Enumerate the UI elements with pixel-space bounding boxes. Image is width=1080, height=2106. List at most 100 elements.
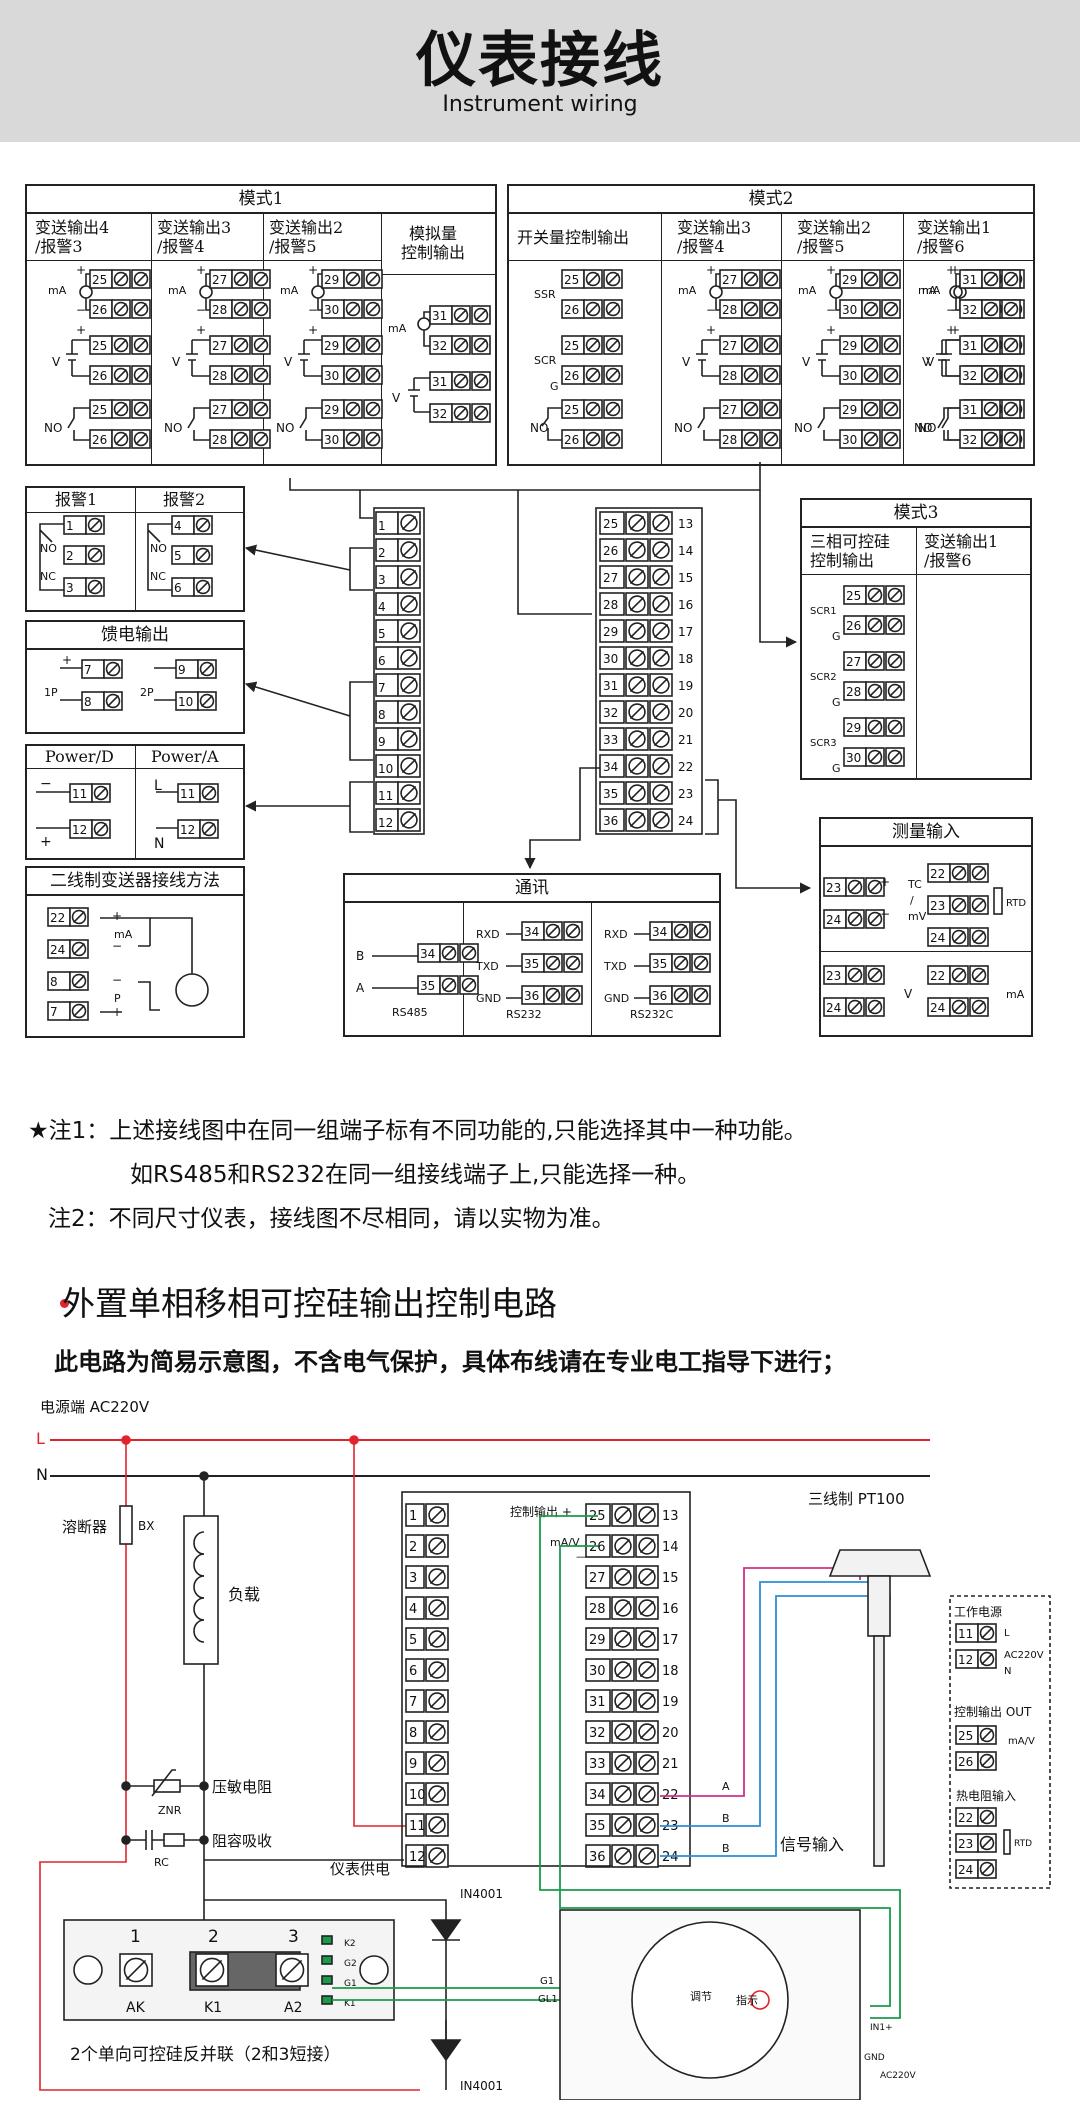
terminal-number: 26: [846, 619, 861, 633]
svg-text:21: 21: [662, 1757, 679, 1772]
terminal-number: 11: [958, 1627, 973, 1641]
svg-text:+: +: [308, 263, 318, 277]
terminal-number: 28: [212, 433, 227, 447]
terminal-number: 30: [842, 303, 857, 317]
terminal-number: 27: [212, 403, 227, 417]
svg-text:19: 19: [678, 679, 693, 693]
svg-text:14: 14: [662, 1540, 679, 1555]
terminal-number: 10: [378, 762, 393, 776]
svg-text:14: 14: [678, 544, 693, 558]
svg-text:32: 32: [603, 706, 618, 720]
terminal-number: 23: [826, 881, 841, 895]
svg-text:−: −: [196, 303, 206, 317]
svg-text:29: 29: [603, 625, 618, 639]
svg-text:G: G: [832, 696, 841, 709]
terminal-number: 25: [846, 589, 861, 603]
svg-text:G1: G1: [344, 1979, 357, 1989]
terminal-number: 25: [92, 339, 107, 353]
svg-text:G: G: [550, 380, 559, 393]
svg-text:+: +: [308, 323, 318, 337]
svg-text:2: 2: [208, 1927, 219, 1947]
terminal-number: 9: [378, 735, 386, 749]
svg-text:mA: mA: [918, 284, 937, 297]
svg-text:8: 8: [409, 1726, 417, 1741]
terminal-number: 36: [524, 989, 539, 1003]
terminal-number: 36: [652, 989, 667, 1003]
terminal-number: 2: [66, 549, 74, 563]
terminal-number: 22: [930, 969, 945, 983]
svg-text:+: +: [62, 653, 72, 667]
svg-text:5: 5: [409, 1633, 417, 1648]
svg-text:28: 28: [589, 1602, 606, 1617]
svg-text:指示: 指示: [736, 1993, 758, 2007]
svg-text:B: B: [356, 949, 364, 963]
svg-text:+: +: [950, 263, 960, 277]
terminal-number: 5: [378, 627, 386, 641]
svg-text:N: N: [1004, 1666, 1011, 1677]
terminal-number: 7: [84, 663, 92, 677]
svg-text:AC220V: AC220V: [1004, 1650, 1044, 1661]
svg-text:mA/V: mA/V: [550, 1536, 580, 1549]
svg-text:mA/V: mA/V: [1008, 1736, 1035, 1747]
terminal-number: 24: [50, 943, 65, 957]
svg-text:B: B: [722, 1812, 730, 1825]
terminal-number: 27: [722, 273, 737, 287]
terminal-number: 11: [378, 789, 393, 803]
svg-text:+: +: [946, 263, 956, 277]
terminal-number: 23: [930, 899, 945, 913]
svg-text:2个单向可控硅反并联（2和3短接）: 2个单向可控硅反并联（2和3短接）: [70, 2045, 340, 2065]
svg-text:+: +: [40, 834, 52, 850]
svg-text:31: 31: [603, 679, 618, 693]
alarm1-title: 报警1: [55, 490, 98, 509]
svg-text:P: P: [114, 992, 121, 1005]
terminal-number: 24: [826, 1001, 841, 1015]
comm-title: 通讯: [345, 875, 719, 903]
svg-text:NO: NO: [914, 421, 932, 435]
terminal-number: 8: [50, 975, 58, 989]
svg-text:NO: NO: [530, 421, 548, 435]
svg-text:SCR1: SCR1: [810, 606, 837, 617]
svg-text:24: 24: [678, 814, 693, 828]
mode2-col3: 变送输出2 /报警5: [797, 218, 872, 256]
svg-text:35: 35: [603, 787, 618, 801]
terminal-number: 26: [92, 433, 107, 447]
mode3-col1: 三相可控硅 控制输出: [810, 532, 891, 570]
terminal-number: 29: [324, 273, 339, 287]
svg-text:RS232: RS232: [506, 1008, 542, 1021]
terminal-number: 31: [962, 273, 977, 287]
terminal-number: 32: [962, 369, 977, 383]
svg-text:V: V: [802, 355, 811, 369]
svg-text:NO: NO: [918, 421, 936, 435]
terminal-number: 26: [958, 1755, 973, 1769]
svg-text:+: +: [826, 323, 836, 337]
svg-text:−: −: [40, 776, 52, 792]
svg-text:K1: K1: [204, 2000, 222, 2016]
svg-text:11: 11: [409, 1819, 426, 1834]
svg-text:RTD: RTD: [1014, 1839, 1032, 1849]
terminal-number: 28: [722, 369, 737, 383]
svg-text:/: /: [910, 894, 914, 907]
terminal-number: 11: [180, 787, 195, 801]
svg-text:SCR2: SCR2: [810, 672, 837, 683]
svg-text:−: −: [946, 303, 956, 317]
svg-text:29: 29: [589, 1633, 606, 1648]
svg-text:+: +: [946, 323, 956, 337]
svg-text:NO: NO: [674, 421, 692, 435]
svg-text:2: 2: [409, 1540, 417, 1555]
mode2-col4: 变送输出1 /报警6: [917, 218, 992, 256]
terminal-number: 7: [378, 681, 386, 695]
svg-text:15: 15: [678, 571, 693, 585]
svg-text:18: 18: [678, 652, 693, 666]
svg-text:调节: 调节: [690, 1990, 712, 2003]
svg-text:RS485: RS485: [392, 1006, 428, 1019]
svg-text:mA: mA: [1006, 988, 1025, 1001]
svg-text:−: −: [308, 303, 318, 317]
svg-text:NO: NO: [164, 421, 182, 435]
svg-text:mA: mA: [114, 928, 133, 941]
svg-text:IN4001: IN4001: [460, 1887, 503, 1901]
svg-text:mA: mA: [280, 284, 299, 297]
terminal-number: 28: [846, 685, 861, 699]
svg-text:10: 10: [409, 1788, 426, 1803]
svg-text:热电阻输入: 热电阻输入: [956, 1788, 1016, 1803]
svg-text:A: A: [356, 981, 365, 995]
